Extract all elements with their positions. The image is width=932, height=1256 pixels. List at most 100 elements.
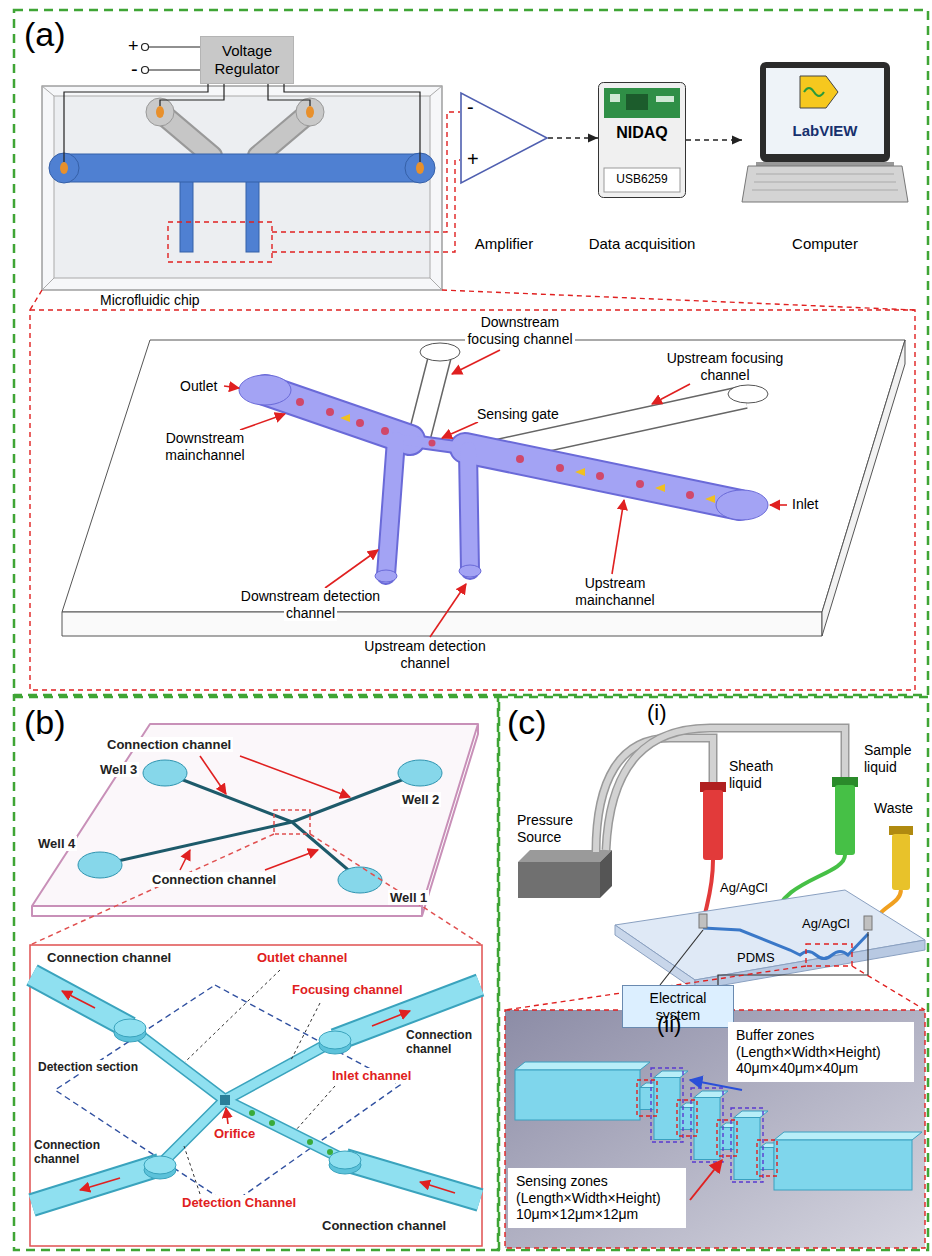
chip-3d-view xyxy=(386,440,396,575)
leader-arrow xyxy=(770,504,787,506)
node-text: - xyxy=(467,96,474,119)
particle xyxy=(296,398,304,406)
label-holder: Waste xyxy=(872,800,915,817)
chip-3d-view xyxy=(465,448,740,505)
label-holder: Focusing channel xyxy=(290,982,405,997)
laptop-display xyxy=(766,68,884,154)
vial xyxy=(835,785,855,855)
label-holder: Outlet channel xyxy=(255,950,349,965)
part-label: Upstream detection channel xyxy=(362,638,487,671)
callout-box: Buffer zones(Length×Width×Height)40μm×40… xyxy=(728,1022,914,1082)
part-label: Downstream detection channel xyxy=(239,588,382,621)
zoom-inset xyxy=(637,1080,657,1116)
wire xyxy=(660,930,868,985)
pdms-chip xyxy=(699,914,707,928)
label-holder: Inlet xyxy=(790,496,820,513)
zoom-inset xyxy=(757,1140,777,1176)
daq-device: NIDAQUSB6259Data acquisition xyxy=(598,82,686,198)
vial xyxy=(892,834,910,890)
zoom-inset xyxy=(654,1078,680,1140)
flow-arrow xyxy=(62,991,95,1008)
panel-frame xyxy=(499,697,928,1250)
channel-3d xyxy=(329,1151,361,1169)
chip-3d-view xyxy=(265,390,740,575)
amplifier-symbol: -+Amplifier xyxy=(460,92,548,184)
part-label: Downstream focusing channel xyxy=(465,314,574,347)
panel-label: (b) xyxy=(22,703,68,741)
daq-board xyxy=(656,96,674,102)
label-holder: Downstream mainchannel xyxy=(150,430,260,463)
chip-3d-view xyxy=(468,450,470,570)
part-label: Upstream mainchannel xyxy=(573,575,656,608)
arrow-head xyxy=(588,134,598,143)
leader-arrow xyxy=(224,350,787,637)
laptop-base xyxy=(742,166,908,202)
chip-3d-view xyxy=(420,343,460,361)
label-holder: Inlet channel xyxy=(330,1068,413,1083)
chip-3d-view xyxy=(459,565,481,577)
part-label: Well 2 xyxy=(400,792,441,807)
chip-3d-view xyxy=(822,340,905,636)
label-holder: (i) xyxy=(645,700,669,726)
part-label: Microfluidic chip xyxy=(98,292,202,308)
zoom-inset xyxy=(640,1088,654,1110)
label-holder: (b) xyxy=(22,702,68,742)
arrow-head xyxy=(732,136,742,145)
flow-arrow xyxy=(80,1178,120,1190)
chip-illustration xyxy=(42,86,442,290)
flow-arrow xyxy=(340,414,350,422)
chip-illustration xyxy=(42,86,442,290)
particle xyxy=(381,427,389,435)
node-text: USB6259 xyxy=(598,173,686,187)
flow-arrow xyxy=(420,1182,455,1193)
label-holder: Sensing gate xyxy=(475,406,561,423)
signal-lead xyxy=(30,290,915,310)
label-holder: Upstream focusing channel xyxy=(655,350,795,383)
channel-3d xyxy=(114,1019,361,1179)
leader-arrow xyxy=(226,1108,228,1124)
zoom-inset xyxy=(677,1100,697,1136)
wire xyxy=(64,84,208,162)
chip-illustration xyxy=(156,106,164,118)
pdms-chip xyxy=(695,940,925,990)
leader-arrow xyxy=(200,756,226,794)
wire xyxy=(284,84,420,162)
part-label: Focusing channel xyxy=(290,982,405,997)
channel-3d xyxy=(144,1156,176,1174)
label-holder: Well 1 xyxy=(388,890,429,905)
zoom-inset xyxy=(691,1088,723,1162)
pressure-source xyxy=(600,850,612,898)
node-text: + xyxy=(467,148,479,171)
pressure-source xyxy=(518,850,612,898)
channel-3d xyxy=(114,1019,146,1037)
leader-arrow xyxy=(430,584,466,637)
chip-illustration xyxy=(180,180,193,252)
part-label: Ag/AgCl xyxy=(800,916,852,931)
zoom-inset xyxy=(720,1128,734,1150)
part-label: Connection channel xyxy=(150,872,278,887)
leader-arrow xyxy=(180,850,190,870)
part-label: Orifice xyxy=(212,1126,257,1141)
caption: Computer xyxy=(742,235,908,252)
part-label: Well 4 xyxy=(36,836,77,851)
flow-arrow xyxy=(340,414,715,503)
part-label: Sensing gate xyxy=(475,406,561,422)
leader-line xyxy=(184,1146,200,1194)
label-holder: PDMS xyxy=(735,950,777,965)
leader-arrow xyxy=(240,756,350,797)
zoom-inset xyxy=(690,1160,722,1200)
part-label: Detection Channel xyxy=(180,1195,298,1210)
wire xyxy=(149,47,200,70)
part-label: Connection channel xyxy=(45,950,173,965)
label-holder: Pressure Source xyxy=(515,812,585,845)
computer-icon: LabVIEWComputer xyxy=(742,62,908,208)
part-label: Waste xyxy=(872,800,915,816)
label-holder: Downstream detection channel xyxy=(238,588,383,621)
leader-arrow xyxy=(240,414,285,430)
panel-label: (c) xyxy=(505,703,549,741)
chip-3d-view xyxy=(468,450,470,570)
leader-arrow xyxy=(442,422,478,438)
leader-line xyxy=(184,970,335,1194)
zoom-frame xyxy=(30,834,482,945)
